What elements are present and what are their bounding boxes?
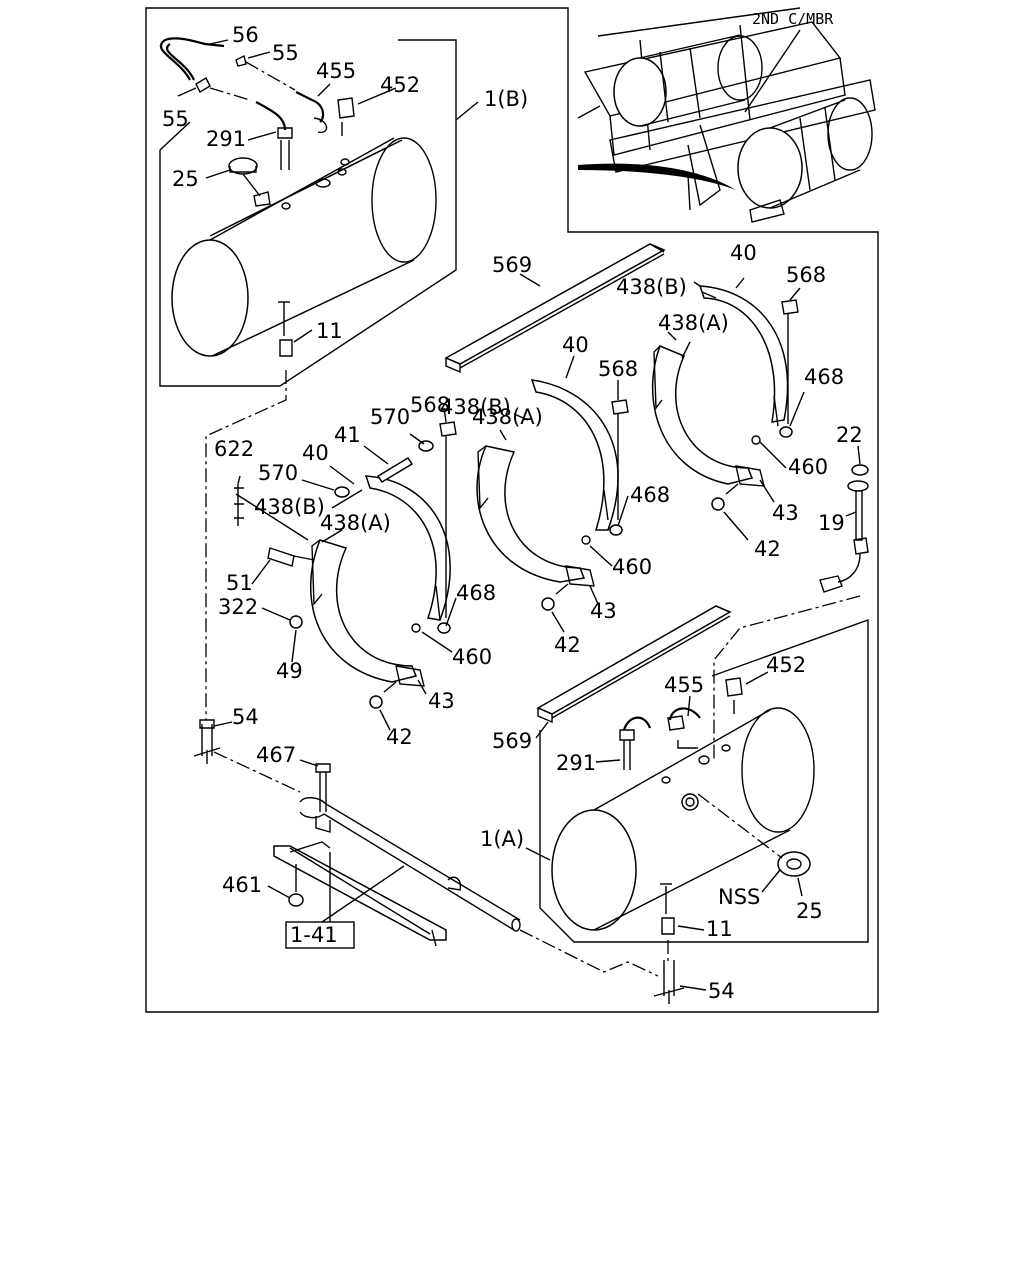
callout-452-upper: 452 bbox=[380, 73, 420, 97]
callout-55-upper: 55 bbox=[272, 41, 299, 65]
clamp-set-right: 40 438(B) 568 438(A) 468 460 43 42 bbox=[616, 241, 844, 561]
callout-54-lower: 54 bbox=[708, 979, 735, 1003]
clamp-set-left: 41 570 568 622 40 570 438(B) 438(A) 51 3… bbox=[214, 393, 496, 749]
callout-467: 467 bbox=[256, 743, 296, 767]
callout-43-right: 43 bbox=[772, 501, 799, 525]
callout-452-lower: 452 bbox=[766, 653, 806, 677]
callout-438b-left: 438(B) bbox=[254, 495, 325, 519]
callout-438a-right: 438(A) bbox=[658, 311, 729, 335]
callout-291-lower: 291 bbox=[556, 751, 596, 775]
callout-468-middle: 468 bbox=[630, 483, 670, 507]
callout-468-left: 468 bbox=[456, 581, 496, 605]
callout-438b-middle: 438(B) bbox=[440, 395, 511, 419]
callout-438a-middle: 438(A) bbox=[472, 405, 543, 429]
callout-43-left: 43 bbox=[428, 689, 455, 713]
callout-40-left: 40 bbox=[302, 441, 329, 465]
reference-box-1-41 bbox=[285, 921, 355, 949]
callout-40-right: 40 bbox=[730, 241, 757, 265]
callout-455-upper: 455 bbox=[316, 59, 356, 83]
callout-438a-left: 438(A) bbox=[320, 511, 391, 535]
callout-1a: 1(A) bbox=[480, 827, 524, 851]
callout-291-upper: 291 bbox=[206, 127, 246, 151]
tank-1a-assembly: 452 455 291 1(A) NSS 25 11 54 bbox=[480, 619, 869, 1004]
sender-unit: 22 19 bbox=[818, 423, 869, 593]
support-bracket-assembly: 54 467 461 1-41 bbox=[193, 705, 659, 977]
callout-40-middle: 40 bbox=[562, 333, 589, 357]
callout-322: 322 bbox=[218, 595, 258, 619]
callout-570-lower: 570 bbox=[258, 461, 298, 485]
callout-11-lower: 11 bbox=[706, 917, 733, 941]
callout-22: 22 bbox=[836, 423, 863, 447]
callout-568-right: 568 bbox=[786, 263, 826, 287]
tank-1b-assembly: 56 55 55 455 452 1(B) 291 25 11 bbox=[159, 23, 528, 387]
callout-455-lower: 455 bbox=[664, 673, 704, 697]
callout-42-left: 42 bbox=[386, 725, 413, 749]
callout-460-right: 460 bbox=[788, 455, 828, 479]
callout-19: 19 bbox=[818, 511, 845, 535]
callout-568-left: 568 bbox=[410, 393, 450, 417]
outer-frame bbox=[145, 7, 879, 1013]
strap-569-lower: 569 bbox=[492, 605, 732, 753]
callout-570-upper: 570 bbox=[370, 405, 410, 429]
callout-42-middle: 42 bbox=[554, 633, 581, 657]
callout-41: 41 bbox=[334, 423, 361, 447]
callout-569-upper: 569 bbox=[492, 253, 532, 277]
callout-2nd-crossmember: 2ND C/MBR bbox=[752, 10, 834, 28]
callout-569-lower: 569 bbox=[492, 729, 532, 753]
callout-51: 51 bbox=[226, 571, 253, 595]
callout-42-right: 42 bbox=[754, 537, 781, 561]
callout-622: 622 bbox=[214, 437, 254, 461]
strap-569-upper: 569 bbox=[444, 243, 666, 374]
callout-25-lower: 25 bbox=[796, 899, 823, 923]
callout-461: 461 bbox=[222, 873, 262, 897]
callout-1-41: 1-41 bbox=[290, 923, 338, 947]
callout-54-upper: 54 bbox=[232, 705, 259, 729]
clamp-set-middle: 40 568 438(B) 438(A) 468 460 43 42 bbox=[440, 333, 670, 657]
callout-49: 49 bbox=[276, 659, 303, 683]
callout-460-left: 460 bbox=[452, 645, 492, 669]
inset-second-crossmember-view: 2ND C/MBR bbox=[577, 7, 876, 223]
callout-56: 56 bbox=[232, 23, 259, 47]
callout-468-right: 468 bbox=[804, 365, 844, 389]
callout-55-lower: 55 bbox=[162, 107, 189, 131]
callout-nss: NSS bbox=[718, 885, 760, 909]
callout-1b: 1(B) bbox=[484, 87, 528, 111]
leader-wedge bbox=[578, 163, 736, 190]
callout-460-middle: 460 bbox=[612, 555, 652, 579]
callout-43-middle: 43 bbox=[590, 599, 617, 623]
callout-438b-right: 438(B) bbox=[616, 275, 687, 299]
callout-11-upper: 11 bbox=[316, 319, 343, 343]
callout-25-upper: 25 bbox=[172, 167, 199, 191]
callout-568-middle: 568 bbox=[598, 357, 638, 381]
